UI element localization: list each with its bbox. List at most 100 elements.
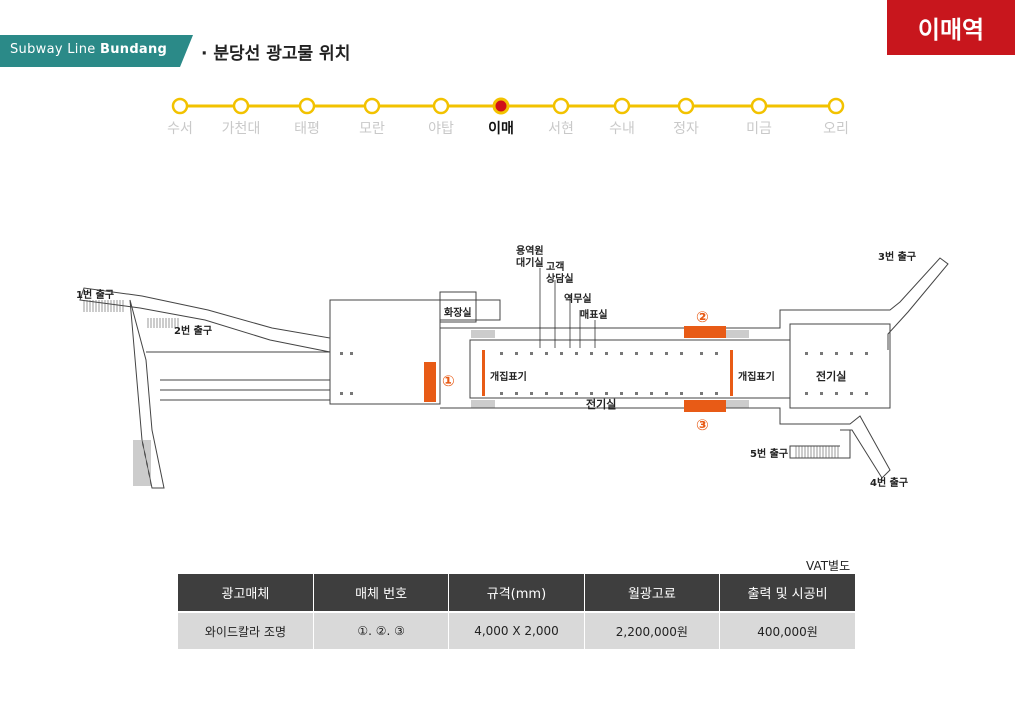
station-label: 정자	[673, 121, 699, 137]
station-label: 수서	[167, 121, 193, 137]
pillar	[715, 352, 718, 355]
pillar	[620, 352, 623, 355]
pillar	[680, 392, 683, 395]
station-dot-10	[750, 97, 768, 115]
line-tag: Subway Line Bundang	[0, 35, 193, 67]
customer-room-label: 고객 상담실	[546, 262, 574, 285]
ticket-office-label: 매표실	[580, 310, 608, 321]
ad-location-2	[684, 326, 726, 338]
pillar	[340, 392, 343, 395]
pillar	[635, 352, 638, 355]
exit-5-label: 5번 출구	[750, 449, 789, 460]
station-dot-6	[492, 97, 510, 115]
header-monthly-fee: 월광고료	[584, 574, 721, 612]
ad-location-1	[424, 362, 436, 402]
station-label: 가천대	[221, 121, 261, 137]
cell-print-install-fee: 400,000원	[719, 611, 855, 649]
pillar	[590, 352, 593, 355]
pillar	[820, 392, 823, 395]
pillar	[850, 352, 853, 355]
ad-pricing-table: 광고매체 매체 번호 규격(mm) 월광고료 출력 및 시공비 와이드칼라 조명…	[178, 574, 855, 649]
cell-media: 와이드칼라 조명	[178, 611, 314, 649]
station-label: 서현	[548, 121, 574, 137]
pillar	[545, 352, 548, 355]
header-media: 광고매체	[178, 574, 314, 612]
pillar	[865, 352, 868, 355]
station-label: 미금	[746, 121, 772, 137]
header-size: 규격(mm)	[448, 574, 585, 612]
pillar	[545, 392, 548, 395]
page-title: · 분당선 광고물 위치	[201, 44, 351, 64]
station-floor-plan: 1번 출구 2번 출구 3번 출구 4번 출구 5번 출구 화장실 용역원 대기…	[60, 240, 960, 500]
pillar	[605, 392, 608, 395]
pillar	[700, 352, 703, 355]
station-dot-8	[613, 97, 631, 115]
gate-right-label: 개집표기	[738, 372, 775, 383]
exit-2-label: 2번 출구	[174, 326, 213, 337]
pillar	[560, 352, 563, 355]
floor-plan-drawing	[79, 257, 949, 489]
station-dot-1	[171, 97, 189, 115]
exit-4-label: 4번 출구	[870, 478, 909, 489]
pillar	[350, 392, 353, 395]
pillar	[715, 392, 718, 395]
pillar	[805, 352, 808, 355]
electric-room-label-lower: 전기실	[586, 398, 617, 411]
station-label: 야탑	[428, 121, 454, 137]
line-tag-text: Subway Line Bundang	[10, 42, 168, 57]
gate-marker-right	[730, 350, 733, 396]
pillar	[340, 352, 343, 355]
pillar	[650, 352, 653, 355]
pillar	[850, 392, 853, 395]
station-label: 오리	[823, 121, 849, 137]
station-label: 수내	[609, 121, 635, 137]
station-label-current: 이매	[488, 121, 514, 137]
ad-location-3	[684, 400, 726, 412]
table-row: 와이드칼라 조명 ①. ②. ③ 4,000 X 2,000 2,200,000…	[178, 611, 855, 649]
pillar	[650, 392, 653, 395]
station-dot-7	[552, 97, 570, 115]
pillar	[680, 352, 683, 355]
pillar	[700, 392, 703, 395]
pillar	[620, 392, 623, 395]
pillar	[575, 352, 578, 355]
station-dot-11	[827, 97, 845, 115]
pillar	[560, 392, 563, 395]
pillar	[530, 392, 533, 395]
station-dot-4	[363, 97, 381, 115]
table-header-row: 광고매체 매체 번호 규격(mm) 월광고료 출력 및 시공비	[178, 574, 855, 612]
pillar	[530, 352, 533, 355]
station-label: 모란	[359, 121, 385, 137]
vat-note: VAT별도	[806, 559, 851, 573]
line-tag-shape	[0, 35, 193, 67]
ad-marker-1: ①	[442, 372, 455, 390]
cell-monthly-fee: 2,200,000원	[584, 611, 721, 649]
pillar	[605, 352, 608, 355]
cell-size: 4,000 X 2,000	[448, 611, 585, 649]
exit-1-label: 1번 출구	[76, 290, 115, 301]
ad-marker-2: ②	[696, 308, 709, 326]
line-strip: 수서 가천대 태평 모란 야탑 이매 서현 수내 정자 미금 오리	[160, 92, 860, 142]
pillar	[805, 392, 808, 395]
pillar	[820, 352, 823, 355]
pillar	[635, 392, 638, 395]
gate-marker-left	[482, 350, 485, 396]
line-strip-graphic	[171, 97, 845, 115]
pillar	[865, 392, 868, 395]
pillar	[515, 392, 518, 395]
pillar	[515, 352, 518, 355]
cell-media-number: ①. ②. ③	[313, 611, 450, 649]
pillar	[665, 352, 668, 355]
station-label: 태평	[294, 121, 320, 137]
exit-3-label: 3번 출구	[878, 252, 917, 263]
pillar	[590, 392, 593, 395]
pillar	[500, 352, 503, 355]
gate-left-label: 개집표기	[490, 372, 527, 383]
pillar	[835, 392, 838, 395]
pillar	[350, 352, 353, 355]
pillar	[665, 392, 668, 395]
header-print-install-fee: 출력 및 시공비	[719, 574, 855, 612]
station-dot-5	[432, 97, 450, 115]
pillar	[575, 392, 578, 395]
station-badge: 이매역	[887, 0, 1015, 55]
